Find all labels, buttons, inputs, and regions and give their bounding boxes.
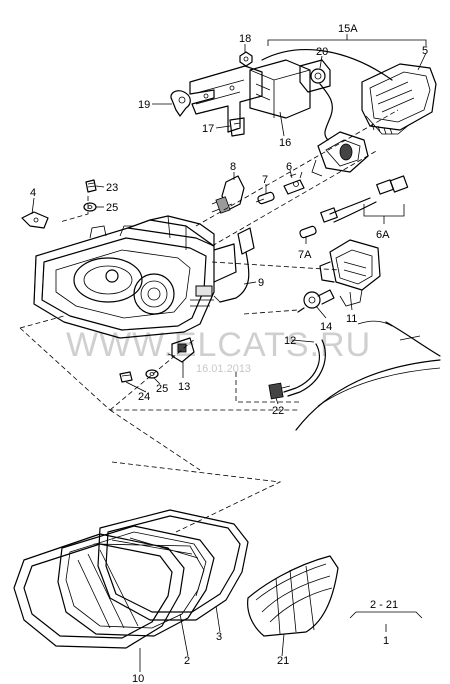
lens-2[interactable]	[57, 525, 215, 637]
callout-24[interactable]: 24	[138, 391, 150, 403]
callout-2[interactable]: 2	[184, 655, 190, 667]
washer-25-bottom[interactable]	[145, 369, 159, 379]
screw-23[interactable]	[85, 179, 97, 193]
callout-1[interactable]: 1	[383, 635, 389, 647]
bulb-7a[interactable]	[299, 225, 317, 239]
callout-25-top[interactable]: 25	[106, 202, 118, 214]
mount-bracket-4[interactable]	[21, 211, 49, 229]
cable-12[interactable]	[283, 339, 326, 397]
adjuster-13[interactable]	[167, 337, 195, 363]
callout-12[interactable]: 12	[284, 335, 296, 347]
lens-frame-10[interactable]	[13, 533, 185, 649]
igniter-cable	[319, 83, 333, 141]
assembly-line-lens	[111, 461, 282, 533]
callout-3[interactable]: 3	[216, 631, 222, 643]
leveling-motor-11[interactable]	[319, 239, 381, 307]
callout-8[interactable]: 8	[230, 161, 236, 173]
body-contour-upper	[385, 321, 441, 357]
control-unit-bracket[interactable]	[189, 65, 263, 133]
callout-20[interactable]: 20	[316, 46, 328, 58]
ballast-cable	[261, 49, 393, 81]
callout-7[interactable]: 7	[262, 174, 268, 186]
callout-19[interactable]: 19	[138, 99, 150, 111]
callout-numbers: 18 15A 20 5 19 17 16 8 6 7 4 23 25 6A 7A…	[30, 23, 428, 684]
leader-lines	[31, 44, 427, 672]
callout-13[interactable]: 13	[178, 381, 190, 393]
assembly-line-a	[195, 109, 399, 227]
watermark-date: 16.01.2013	[196, 363, 251, 375]
callout-18[interactable]: 18	[239, 33, 251, 45]
control-unit-box[interactable]	[249, 59, 311, 119]
group-bracket-15a	[267, 39, 427, 46]
clip-17[interactable]	[229, 117, 245, 137]
callout-16[interactable]: 16	[279, 137, 291, 149]
callout-6a[interactable]: 6A	[376, 229, 390, 241]
group-bracket-6a	[363, 204, 405, 217]
corner-lamp-21[interactable]	[247, 555, 339, 637]
callout-11[interactable]: 11	[346, 313, 357, 325]
callout-21[interactable]: 21	[277, 655, 289, 667]
bulb-6[interactable]	[283, 171, 305, 195]
callout-4[interactable]: 4	[30, 187, 36, 199]
bulb-14[interactable]	[297, 289, 335, 313]
headlight-housing[interactable]	[33, 215, 237, 339]
ballast-unit-5[interactable]	[361, 63, 437, 135]
bulb-7[interactable]	[255, 191, 275, 205]
callout-5[interactable]: 5	[422, 45, 428, 57]
set-bracket	[349, 611, 423, 619]
igniter-module-20[interactable]	[299, 59, 331, 93]
callout-23[interactable]: 23	[106, 182, 118, 194]
callout-9[interactable]: 9	[258, 277, 264, 289]
callout-15a[interactable]: 15A	[338, 23, 358, 35]
connector-harness-6a[interactable]	[320, 175, 409, 223]
callout-25-bottom[interactable]: 25	[156, 383, 168, 395]
callout-7a[interactable]: 7A	[298, 249, 312, 261]
washer-25-top[interactable]	[83, 202, 97, 212]
callout-set-range: 2 - 21	[370, 599, 398, 611]
bulb-8[interactable]	[211, 175, 245, 214]
screw-24[interactable]	[119, 371, 133, 383]
body-contour-lower	[295, 359, 441, 431]
bulb-igniter-socket[interactable]	[311, 131, 369, 177]
clip-19[interactable]	[170, 90, 191, 117]
callout-14[interactable]: 14	[320, 321, 332, 333]
callout-17[interactable]: 17	[202, 123, 214, 135]
wiring-harness-9[interactable]	[213, 227, 255, 303]
connector-22[interactable]	[268, 382, 291, 400]
nut-18[interactable]	[239, 51, 253, 67]
callout-10[interactable]: 10	[132, 673, 144, 684]
callout-6[interactable]: 6	[286, 161, 292, 173]
lens-seal-3[interactable]	[97, 509, 249, 621]
callout-22[interactable]: 22	[272, 405, 284, 417]
